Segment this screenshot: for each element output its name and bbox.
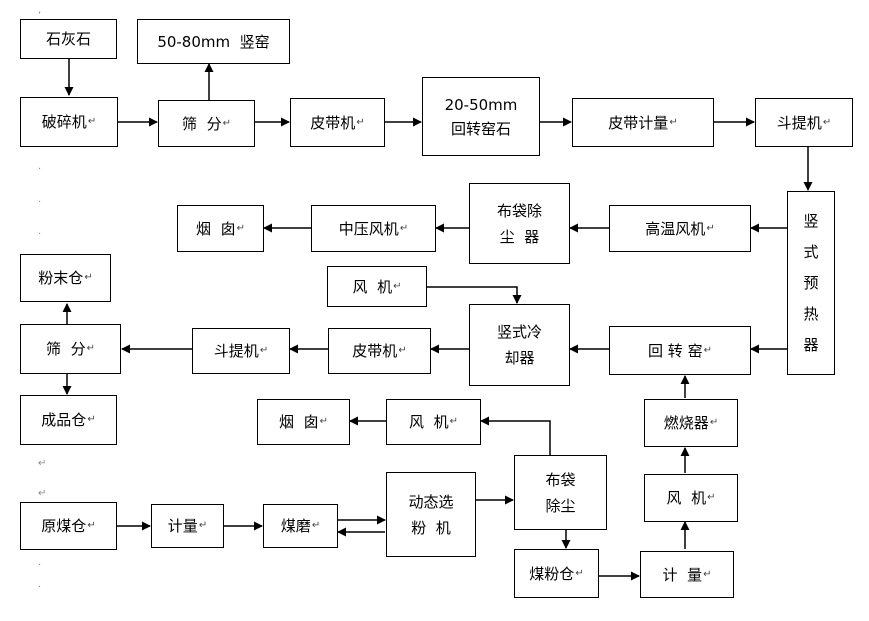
bucket-elevator-2-label: 斗提机 — [213, 342, 259, 360]
fan-top-label: 风 机 — [352, 277, 393, 296]
limestone-label: 石灰石 — [45, 30, 91, 48]
vertical-cooler-label-2: 却器 — [504, 349, 535, 367]
vertical-preheater-box: 竖式预热器 — [787, 191, 835, 375]
rotary-kiln-box: 回 转 窑↵ — [609, 326, 751, 375]
raw-coal-silo-label: 原煤仓 — [41, 517, 87, 535]
chimney-1-label: 烟 囱 — [196, 219, 236, 238]
pulverized-coal-silo-box: 煤粉仓↵ — [514, 549, 599, 598]
fan-mid-box: 风 机↵ — [386, 399, 481, 445]
medium-pressure-fan-box: 中压风机↵ — [311, 205, 436, 252]
rotary-kiln-stone-box: 20-50mm 回转窑石 — [422, 77, 540, 156]
metering-1-box: 计量↵ — [151, 504, 224, 548]
stray-mark: ↵ — [38, 488, 47, 499]
chimney-2-box: 烟 囱↵ — [257, 399, 350, 445]
raw-coal-silo-box: 原煤仓↵ — [20, 502, 117, 550]
vertical-preheater-char: 热 — [803, 304, 819, 323]
belt-scale-box: 皮带计量↵ — [572, 98, 714, 147]
arrow-fan-to-cooler — [427, 286, 522, 304]
bag-filter-2-label-1: 布袋 — [545, 470, 576, 489]
shaft-kiln-stone-label: 50-80mm 竖窑 — [157, 32, 270, 51]
arrow-bag-filter-to-fan — [480, 416, 551, 455]
screen-1-label: 筛 分 — [182, 114, 222, 133]
bucket-elevator-1-box: 斗提机↵ — [755, 98, 853, 147]
burner-label: 燃烧器 — [663, 414, 709, 432]
belt-conveyor-1-box: 皮带机↵ — [290, 98, 385, 147]
bucket-elevator-2-box: 斗提机↵ — [192, 328, 290, 374]
belt-scale-label: 皮带计量 — [608, 113, 669, 132]
high-temp-fan-box: 高温风机↵ — [609, 205, 751, 252]
dynamic-separator-label-1: 动态选 — [408, 492, 454, 511]
vertical-preheater-char: 预 — [803, 273, 819, 292]
pulverized-coal-silo-label: 煤粉仓 — [529, 564, 575, 583]
rotary-kiln-stone-label-1: 20-50mm — [444, 95, 518, 114]
chimney-1-box: 烟 囱↵ — [177, 205, 264, 252]
screen-1-box: 筛 分↵ — [158, 100, 255, 147]
crusher-label: 破碎机 — [41, 113, 87, 131]
stray-mark: ↵ — [38, 458, 47, 469]
belt-conveyor-1-label: 皮带机 — [310, 113, 356, 132]
stray-mark: · — [38, 229, 42, 240]
stray-mark: · — [38, 197, 42, 208]
rotary-kiln-stone-label-2: 回转窑石 — [450, 119, 511, 138]
limestone-box: 石灰石 — [20, 19, 117, 59]
bag-filter-1-label-2: 尘 器 — [499, 227, 540, 246]
vertical-preheater-char: 竖 — [803, 211, 819, 230]
high-temp-fan-label: 高温风机 — [645, 219, 706, 238]
fan-bottom-box: 风 机↵ — [644, 474, 738, 522]
bag-filter-1-label-1: 布袋除 — [496, 201, 542, 220]
bag-filter-2-box: 布袋 除尘 — [514, 455, 607, 530]
stray-mark: · — [38, 164, 42, 175]
product-silo-label: 成品仓 — [41, 411, 87, 429]
bag-filter-2-label-2: 除尘 — [545, 496, 576, 515]
vertical-cooler-box: 竖式冷 却器 — [469, 304, 570, 386]
dynamic-separator-box: 动态选 粉 机 — [386, 472, 476, 557]
fan-mid-label: 风 机 — [409, 413, 449, 431]
vertical-preheater-label: 竖式预热器 — [803, 206, 818, 361]
shaft-kiln-stone-box: 50-80mm 竖窑 — [137, 19, 290, 64]
stray-mark: · — [38, 560, 42, 571]
powder-silo-label: 粉末仓 — [38, 269, 84, 287]
medium-pressure-fan-label: 中压风机 — [338, 219, 399, 238]
chimney-2-label: 烟 囱 — [279, 413, 319, 431]
fan-bottom-label: 风 机 — [666, 489, 707, 507]
vertical-preheater-char: 器 — [803, 335, 819, 354]
fan-top-box: 风 机↵ — [327, 266, 427, 307]
vertical-preheater-char: 式 — [803, 242, 819, 261]
crusher-box: 破碎机↵ — [20, 97, 118, 147]
vertical-cooler-label-1: 竖式冷 — [496, 323, 542, 341]
rotary-kiln-label: 回 转 窑 — [648, 341, 703, 360]
metering-2-box: 计 量↵ — [640, 551, 734, 598]
screen-2-label: 筛 分 — [46, 340, 86, 358]
bag-filter-1-box: 布袋除 尘 器 — [469, 183, 570, 264]
stray-mark: , — [38, 5, 42, 16]
dynamic-separator-label-2: 粉 机 — [411, 518, 451, 537]
metering-2-label: 计 量 — [662, 565, 703, 584]
coal-mill-label: 煤磨 — [280, 517, 311, 535]
product-silo-box: 成品仓↵ — [20, 395, 117, 445]
coal-mill-box: 煤磨↵ — [263, 504, 338, 548]
bucket-elevator-1-label: 斗提机 — [776, 113, 822, 132]
burner-box: 燃烧器↵ — [644, 399, 738, 447]
metering-1-label: 计量 — [167, 517, 198, 535]
stray-mark: · — [38, 582, 42, 593]
screen-2-box: 筛 分↵ — [20, 324, 121, 374]
belt-conveyor-2-label: 皮带机 — [352, 342, 398, 360]
powder-silo-box: 粉末仓↵ — [20, 254, 111, 302]
belt-conveyor-2-box: 皮带机↵ — [328, 328, 431, 374]
